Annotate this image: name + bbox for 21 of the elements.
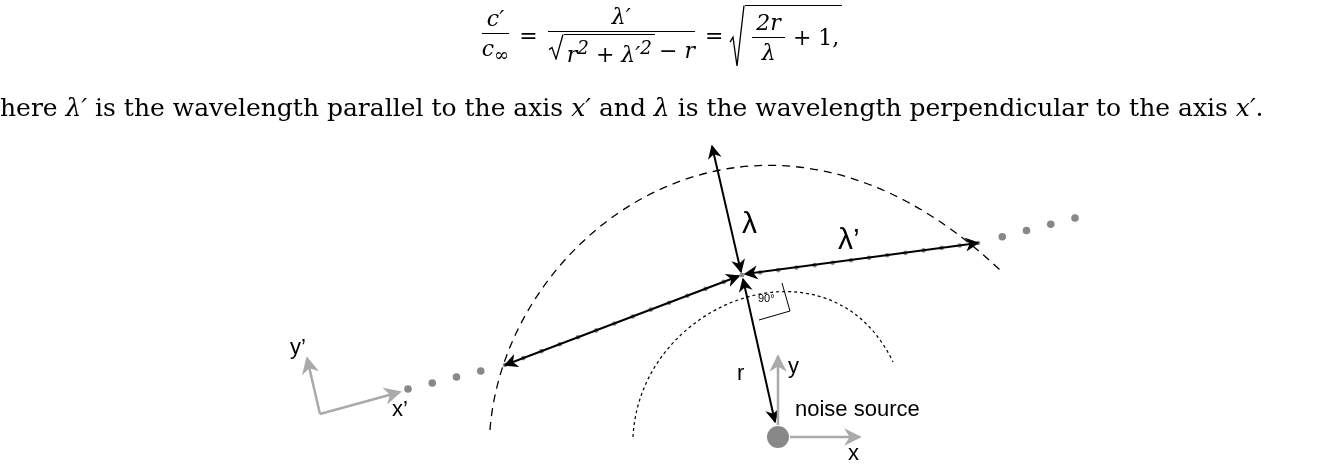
angle-label: 90° (758, 293, 775, 304)
radius-label: r (737, 362, 745, 384)
explanation-text: here λ′ is the wavelength parallel to the axis x′ and λ is the wavelength perpendicular to the axis x′. (0, 94, 1264, 122)
numerator: 2r (756, 9, 781, 35)
numerator: λ′ (611, 4, 631, 29)
numerator: c′ (486, 5, 505, 31)
axis-label: x’ (392, 398, 408, 420)
axis-label: y’ (290, 336, 306, 358)
wavelength-label: λ (742, 208, 757, 238)
wavelength-label: λ’ (838, 224, 860, 254)
axis-label: x (848, 442, 859, 464)
denominator: c$_{∞}$ (481, 35, 510, 66)
radicand: r$^{2}$ + λ′$^{2}$ (566, 37, 652, 68)
axis-label: y (788, 355, 799, 377)
source-dot (767, 426, 789, 448)
source-label: noise source (795, 398, 920, 420)
formula-term: − r (658, 38, 695, 63)
equals-sign: = (704, 23, 724, 49)
formula-term: + 1, (792, 24, 840, 50)
denominator: λ (761, 39, 776, 65)
equals-sign: = (519, 23, 538, 49)
